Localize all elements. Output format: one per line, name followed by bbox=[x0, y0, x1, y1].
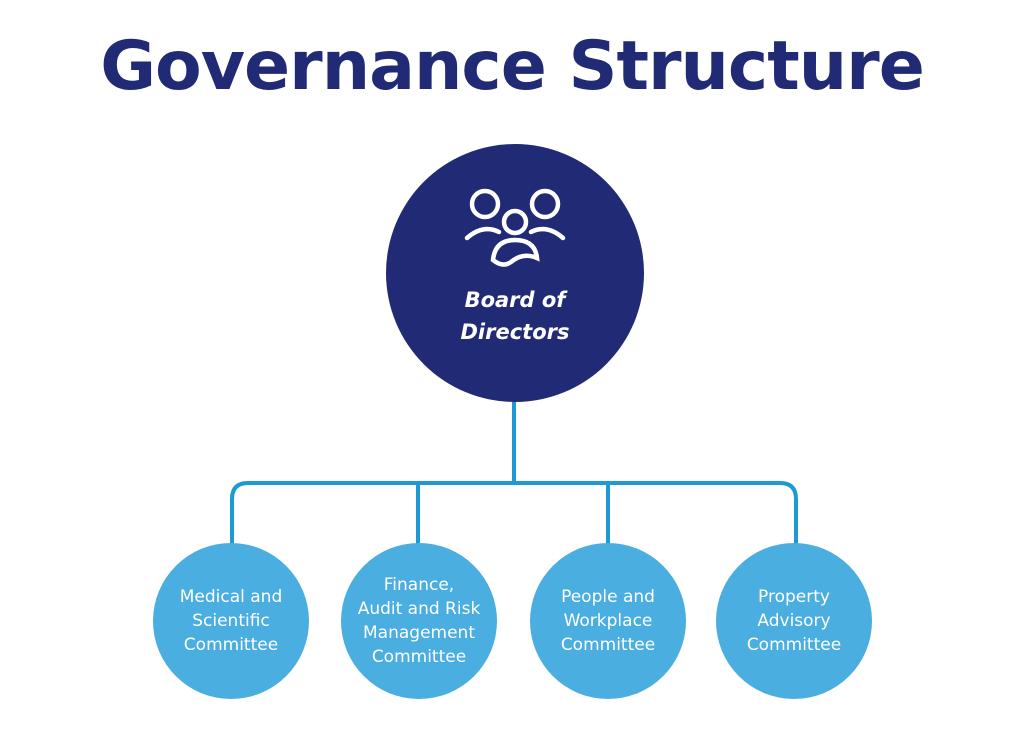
page-title: Governance Structure bbox=[100, 27, 925, 106]
committee-finance-audit-risk: Finance, Audit and Risk Management Commi… bbox=[341, 543, 497, 699]
committee-label: Finance, Audit and Risk Management Commi… bbox=[357, 575, 481, 667]
committee-label: People and Workplace Committee bbox=[560, 587, 656, 655]
board-label: Board of Directors bbox=[460, 288, 570, 344]
board-of-directors-node: Board of Directors bbox=[386, 144, 644, 402]
branch-bar-line bbox=[230, 481, 798, 545]
group-people-icon bbox=[464, 188, 566, 267]
committee-property-advisory: Property Advisory Committee bbox=[716, 543, 872, 699]
committee-label: Property Advisory Committee bbox=[746, 587, 842, 655]
committee-medical-scientific: Medical and Scientific Committee bbox=[153, 543, 309, 699]
committee-label: Medical and Scientific Committee bbox=[179, 587, 283, 655]
committee-people-workplace: People and Workplace Committee bbox=[530, 543, 686, 699]
